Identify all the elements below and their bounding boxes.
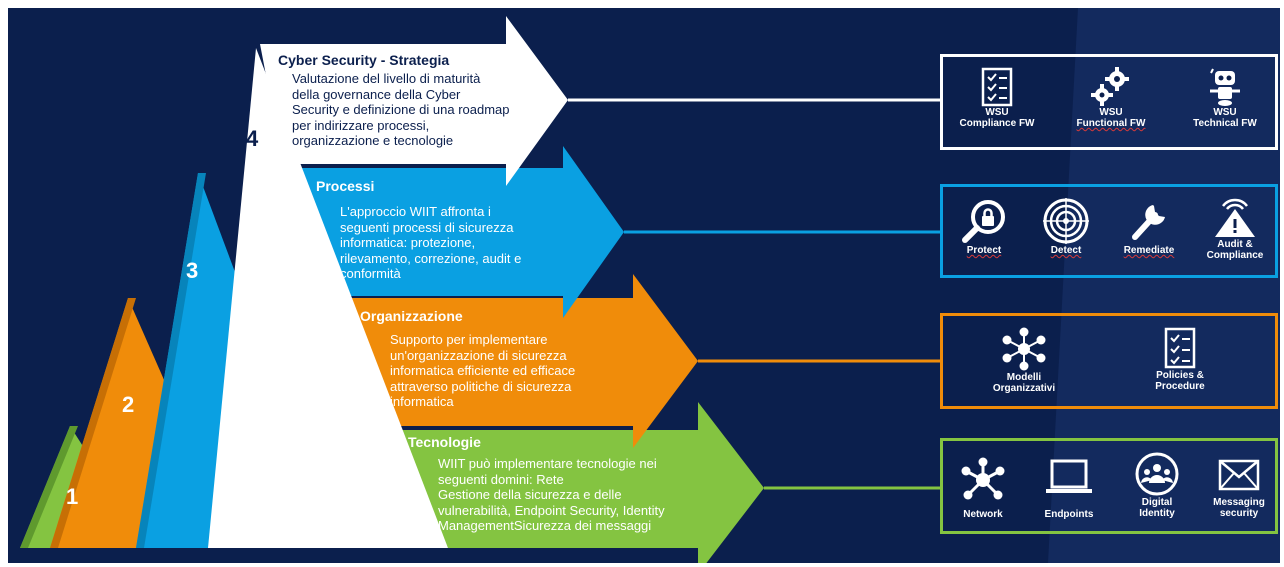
strategy-title: Cyber Security - Strategia xyxy=(278,52,450,68)
process-remediate: Remediate xyxy=(1109,197,1189,256)
target-icon xyxy=(1043,198,1089,244)
background-band xyxy=(1048,8,1280,563)
processes-description: L'approccio WIIT affronta i seguenti pro… xyxy=(340,204,522,281)
tech-network: Network xyxy=(945,457,1021,520)
policy-document-icon xyxy=(1164,327,1196,369)
protect-label: Protect xyxy=(966,245,1002,256)
strategy-frameworks-box: WSU Compliance FW WSU Functional FW xyxy=(940,54,1278,150)
pyramid-number-2: 2 xyxy=(122,392,135,417)
process-audit-compliance: Audit & Compliance xyxy=(1195,197,1275,261)
detect-label: Detect xyxy=(1050,245,1082,256)
identity-group-icon xyxy=(1135,452,1179,496)
process-protect: Protect xyxy=(945,197,1023,256)
pyramid-number-4: 4 xyxy=(246,126,259,151)
network-hub-icon xyxy=(961,457,1005,500)
arrow-strategy xyxy=(260,16,568,186)
arrow-technology xyxy=(388,402,764,563)
organization-title: Organizzazione xyxy=(360,308,463,324)
lock-magnifier-icon xyxy=(962,200,1005,243)
org-models-label: Modelli Organizzativi xyxy=(992,372,1056,394)
technology-title: Tecnologie xyxy=(408,434,481,450)
organization-description: Supporto per implementare un'organizzazi… xyxy=(390,332,576,409)
technology-box: Network Endpoints Digital Identity xyxy=(940,438,1278,534)
process-detect: Detect xyxy=(1027,197,1105,256)
tech-messaging-security: Messaging security xyxy=(1201,457,1277,519)
network-label: Network xyxy=(963,509,1003,520)
strategy-description: Valutazione del livello di maturità dell… xyxy=(292,71,510,148)
technology-description: WIIT può implementare tecnologie nei seg… xyxy=(438,456,665,533)
pyramid-number-1: 1 xyxy=(66,484,79,509)
audit-compliance-label: Audit & Compliance xyxy=(1206,239,1264,261)
pyramid-graphic xyxy=(20,8,1280,563)
laptop-icon xyxy=(1046,459,1092,493)
envelope-icon xyxy=(1218,459,1260,491)
pyramid-layer-4 xyxy=(208,48,448,548)
wsu-compliance-label: WSU Compliance FW xyxy=(959,107,1035,129)
network-people-icon xyxy=(1002,327,1046,371)
organization-box: Modelli Organizzativi Policies & Procedu… xyxy=(940,313,1278,409)
org-models: Modelli Organizzativi xyxy=(969,326,1079,394)
org-policies: Policies & Procedure xyxy=(1125,326,1235,392)
pyramid-number-3: 3 xyxy=(186,258,199,283)
tech-endpoints: Endpoints xyxy=(1031,457,1107,520)
robot-icon xyxy=(1210,68,1240,106)
remediate-label: Remediate xyxy=(1123,245,1175,256)
org-policies-label: Policies & Procedure xyxy=(1155,370,1205,392)
wsu-compliance-fw: WSU Compliance FW xyxy=(947,67,1047,129)
arrow-organization xyxy=(338,274,698,448)
processes-title: Processi xyxy=(316,178,375,194)
warning-icon xyxy=(1215,198,1255,237)
endpoints-label: Endpoints xyxy=(1044,509,1094,520)
wsu-functional-fw: WSU Functional FW xyxy=(1061,67,1161,129)
wsu-technical-fw: WSU Technical FW xyxy=(1175,67,1275,129)
checklist-icon xyxy=(981,67,1013,107)
digital-identity-label: Digital Identity xyxy=(1139,497,1175,519)
diagram-canvas: 1 2 3 4 Cyber Security - Strategia Valut… xyxy=(8,8,1280,563)
wsu-functional-label: WSU Functional FW xyxy=(1076,107,1146,129)
wrench-icon xyxy=(1132,205,1165,240)
gears-icon xyxy=(1091,67,1129,106)
arrow-processes xyxy=(283,146,624,318)
wsu-technical-label: WSU Technical FW xyxy=(1193,107,1257,129)
processes-box: Protect Detect Remediate xyxy=(940,184,1278,278)
messaging-security-label: Messaging security xyxy=(1213,497,1265,519)
tech-digital-identity: Digital Identity xyxy=(1119,451,1195,519)
